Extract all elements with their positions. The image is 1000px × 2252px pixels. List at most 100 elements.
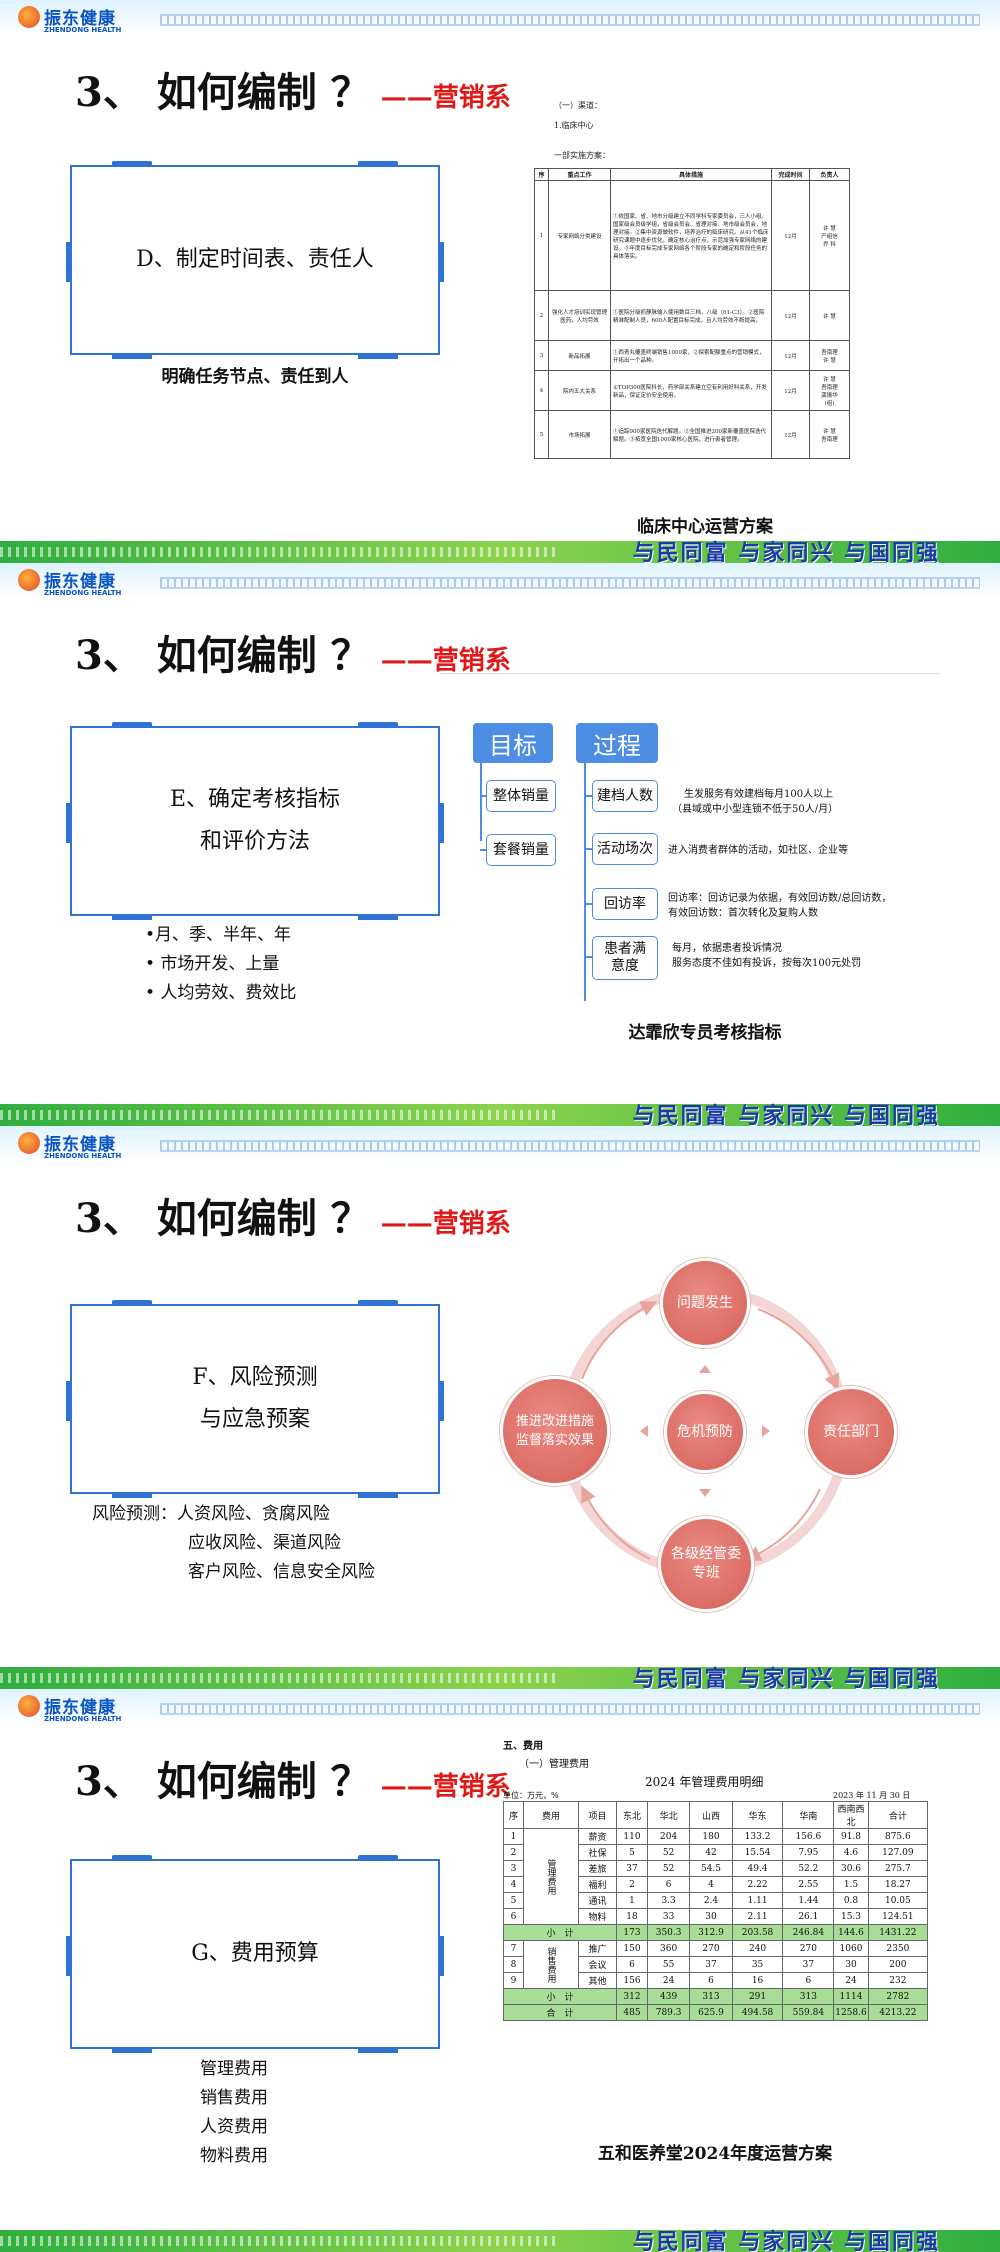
frame-decor xyxy=(66,1381,72,1421)
table-cell: 5 xyxy=(534,410,549,459)
table-cell: 许 慧 xyxy=(809,290,850,341)
decor-stripe xyxy=(0,1673,560,1683)
table-cell: 30.6 xyxy=(833,1860,869,1877)
expense-item: 人资费用 xyxy=(200,2117,268,2137)
slide-title: 3、 如何编制 ？——营销系 xyxy=(75,623,511,681)
plan-table: 序 重点工作 具体措施 完成时间 负责人 1 专家网络分类建设 ①依国家、省、地… xyxy=(534,168,850,459)
cycle-node-bottom: 各级经管委 专班 xyxy=(658,1516,754,1612)
bullet-list: •月、季、半年、年 • 市场开发、上量 • 人均劳效、费效比 xyxy=(145,921,296,1008)
table-cell: 其他 xyxy=(578,1972,617,1989)
brand-logo: 振东健康 ZHENDONG HEALTH xyxy=(18,567,121,597)
expense-item: 物料费用 xyxy=(200,2146,268,2166)
table-cell: 127.09 xyxy=(867,1844,929,1861)
table-cell: 1431.22 xyxy=(867,1924,929,1941)
table-cell: 合 计 xyxy=(503,2004,617,2021)
table-cell: 2.22 xyxy=(731,1876,784,1893)
table-cell: 许 慧 产组信 乔 科 xyxy=(809,180,850,291)
table-cell: 0.8 xyxy=(833,1892,869,1909)
table-cell: 许 慧 吾南理 龚振华 (组) xyxy=(809,370,850,411)
slide-title: 3、 如何编制 ？——营销系 xyxy=(75,1749,511,1807)
table-cell: 6 xyxy=(689,1972,733,1989)
table-cell: 8 xyxy=(503,1956,524,1973)
logo-mark-icon xyxy=(18,568,40,591)
frame-line: F、风险预测 xyxy=(192,1365,318,1390)
table-cell: 5 xyxy=(616,1844,648,1861)
total-row: 合 计 485 789.3 625.9 494.58 559.84 1258.6… xyxy=(503,2004,929,2021)
table-header: 山西 xyxy=(689,1801,733,1829)
table-row: 7 销售费用 推广 150 360 270 240 270 1060 2350 xyxy=(503,1940,929,1989)
table-header: 华东 xyxy=(731,1801,784,1829)
connector xyxy=(480,795,486,797)
goal-header: 目标 xyxy=(473,723,553,763)
frame-decor xyxy=(66,1936,72,1976)
table-cell: 6 xyxy=(782,1972,835,1989)
logo-subtext: ZHENDONG HEALTH xyxy=(44,589,122,597)
date-label: 2023 年 11 月 30 日 xyxy=(833,1791,911,1800)
logo-text: 振东健康 xyxy=(44,572,116,592)
cycle-arrow xyxy=(757,1308,840,1391)
table-cell: 4 xyxy=(503,1876,524,1893)
table-cell: 1 xyxy=(534,180,549,291)
table-cell: 15.3 xyxy=(833,1908,869,1925)
table-cell: 1.11 xyxy=(731,1892,784,1909)
frame-line: 与应急预案 xyxy=(199,1407,310,1432)
bottom-band: 与民同富 与家同兴 与国同强 xyxy=(0,541,1000,563)
table-cell: 246.84 xyxy=(782,1924,835,1941)
table-cell: 会议 xyxy=(578,1956,617,1973)
decor-stripe xyxy=(0,1110,560,1120)
table-cell: 通讯 xyxy=(578,1892,617,1909)
table-cell: 6 xyxy=(503,1908,524,1925)
doc-heading: 五、费用 xyxy=(503,1741,543,1752)
cycle-node-left: 推进改进措施 监督落实效果 xyxy=(500,1376,610,1486)
desc-line: 回访率：回访记录为依据，有效回访数/总回访数， xyxy=(668,893,892,904)
table-cell: 1258.6 xyxy=(833,2004,869,2021)
process-item: 活动场次 xyxy=(592,833,658,865)
table-cell: 232 xyxy=(867,1972,929,1989)
table-cell: 院内五大关系 xyxy=(548,370,611,411)
topic-frame: G、费用预算 xyxy=(66,1855,444,2053)
table-cell: 强化人才培训实现管理医药，人均劳效 xyxy=(548,290,611,341)
table-cell: 124.51 xyxy=(867,1908,929,1925)
decor-stripe xyxy=(160,577,980,589)
table-cell: 2.4 xyxy=(689,1892,733,1909)
inner-arrow xyxy=(762,1425,770,1437)
connector xyxy=(480,763,482,841)
table-row: 1 专家网络分类建设 ①依国家、省、地市分级建立不同学科专家委员会，三人小组。国… xyxy=(534,180,850,291)
document-image: （一）渠道： 1.临床中心 一部实施方案： 序 重点工作 具体措施 完成时间 负… xyxy=(520,72,850,459)
table-cell: 4213.22 xyxy=(867,2004,929,2021)
topic-frame: F、风险预测 与应急预案 xyxy=(66,1300,444,1498)
table-cell: 薪资 xyxy=(578,1828,617,1845)
cycle-arrow xyxy=(744,1488,821,1561)
table-cell: 推广 xyxy=(578,1940,617,1957)
logo-subtext: ZHENDONG HEALTH xyxy=(44,1715,122,1723)
table-cell: 360 xyxy=(646,1940,691,1957)
document-caption: 五和医养堂2024年度运营方案 xyxy=(597,2144,833,2164)
table-row: 2 强化人才培训实现管理医药，人均劳效 ①医院分级抓静脉输入使用数目三档，八级（… xyxy=(534,290,850,341)
expense-table: 序 费用 项目 东北 华北 山西 华东 华南 西南西北 合计 1 管理费用 薪资… xyxy=(503,1801,929,2021)
slide-title: 3、 如何编制 ？——营销系 xyxy=(75,60,511,118)
table-cell: 313 xyxy=(689,1988,733,2005)
table-cell: 18.27 xyxy=(867,1876,929,1893)
slide-3: 振东健康 ZHENDONG HEALTH 3、 如何编制 ？——营销系 F、风险… xyxy=(0,1126,1000,1689)
logo-subtext: ZHENDONG HEALTH xyxy=(44,1152,122,1160)
frame-decor xyxy=(112,2047,152,2053)
table-row: 1 管理费用 薪资 110 204 180 133.2 156.6 91.8 8… xyxy=(503,1828,929,1925)
table-cell: 52 xyxy=(646,1844,691,1861)
table-header: 合计 xyxy=(867,1801,929,1829)
table-cell: 2.11 xyxy=(731,1908,784,1925)
frame-text: E、确定考核指标 和评价方法 xyxy=(72,728,438,914)
title-text: 3、 如何编制 ？ xyxy=(75,1195,371,1242)
risk-line: 应收风险、渠道风险 xyxy=(188,1533,341,1553)
table-cell: 2350 xyxy=(867,1940,929,1957)
frame-text: F、风险预测 与应急预案 xyxy=(72,1306,438,1492)
table-cell: 30 xyxy=(833,1956,869,1973)
top-band xyxy=(0,1689,1000,1725)
table-cell: ①医院分级抓静脉输入使用数目三档，八级（61-C3）。②医院精准配制人员，600… xyxy=(610,290,772,341)
inner-arrow xyxy=(640,1425,648,1437)
bullet-item: • 人均劳效、费效比 xyxy=(145,983,297,1003)
title-subtitle: ——营销系 xyxy=(380,646,511,676)
table-cell: 小 计 xyxy=(503,1988,617,2005)
cycle-arrow xyxy=(581,1301,658,1380)
table-row: 8 会议 6 55 37 35 37 30 200 xyxy=(503,1956,929,1973)
table-cell: 240 xyxy=(731,1940,784,1957)
